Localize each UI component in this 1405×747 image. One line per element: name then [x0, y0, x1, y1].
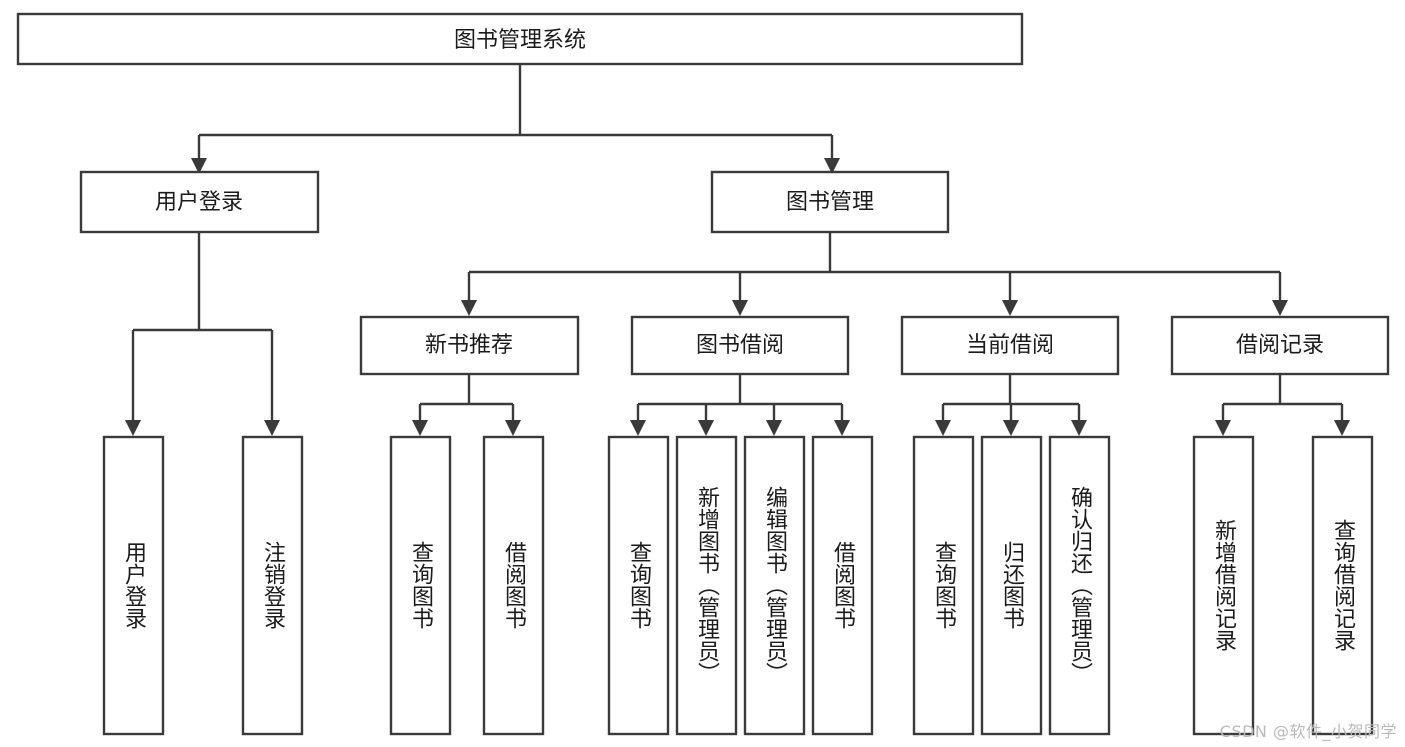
node-leaf-edit-book-box[interactable] — [743, 435, 806, 736]
node-leaf-query-book-3-label: 查询图书 — [931, 541, 957, 629]
node-leaf-edit-book-label: 编辑图书（管理员） — [762, 486, 788, 684]
node-leaf-confirm-return-label: 确认归还（管理员） — [1067, 486, 1093, 684]
arrow-to-leaf-add-record — [1215, 420, 1231, 436]
node-leaf-add-book-label: 新增图书（管理员） — [694, 486, 720, 684]
node-leaf-user-logout-box[interactable] — [241, 435, 304, 736]
node-leaf-borrow-book-2-label: 借阅图书 — [830, 541, 856, 629]
arrow-to-leaf-query-book-2 — [630, 420, 646, 436]
node-leaf-edit-book[interactable]: 编辑图书（管理员） — [743, 435, 806, 736]
node-leaf-query-record-label: 查询借阅记录 — [1330, 519, 1356, 651]
arrow-to-leaf-user-login — [125, 420, 141, 436]
arrow-to-leaf-return-book — [1003, 420, 1019, 436]
node-leaf-add-book-box[interactable] — [675, 435, 738, 736]
arrow-to-leaf-query-book-3 — [935, 420, 951, 436]
arrow-to-book-borrow — [732, 300, 748, 316]
node-book-manage-label: 图书管理 — [786, 190, 874, 215]
connector-new-book-rec-bus — [418, 374, 515, 422]
arrow-to-leaf-query-record — [1334, 420, 1350, 436]
node-book-manage-box[interactable] — [710, 170, 950, 234]
node-leaf-query-book-1-label: 查询图书 — [408, 541, 434, 629]
node-user-login-box[interactable] — [79, 170, 320, 234]
node-book-borrow-box[interactable] — [630, 315, 850, 376]
arrow-to-book-manage — [824, 158, 840, 174]
arrow-to-leaf-borrow-book-1 — [505, 420, 521, 436]
connector-layer — [125, 64, 1350, 436]
node-leaf-query-book-2-label: 查询图书 — [626, 541, 652, 629]
node-leaf-borrow-book-1-label: 借阅图书 — [501, 541, 527, 629]
node-leaf-add-record[interactable]: 新增借阅记录 — [1192, 435, 1255, 736]
connector-root-bus — [197, 64, 834, 160]
node-user-login-label: 用户登录 — [155, 190, 243, 215]
node-book-manage[interactable]: 图书管理 — [710, 170, 950, 234]
connector-book-borrow-bus — [636, 374, 844, 422]
node-borrow-record-box[interactable] — [1170, 315, 1390, 376]
connector-current-borrow-bus — [941, 374, 1081, 422]
node-leaf-user-logout[interactable]: 注销登录 — [241, 435, 304, 736]
arrow-to-leaf-borrow-book-2 — [834, 420, 850, 436]
arrow-to-leaf-edit-book — [766, 420, 782, 436]
node-leaf-query-book-3[interactable]: 查询图书 — [912, 435, 975, 736]
node-leaf-user-login-box[interactable] — [102, 435, 165, 736]
arrow-to-borrow-record — [1272, 300, 1288, 316]
node-leaf-query-book-2-box[interactable] — [607, 435, 670, 736]
node-leaf-query-record-box[interactable] — [1311, 435, 1374, 736]
node-current-borrow-label: 当前借阅 — [966, 333, 1054, 358]
node-leaf-confirm-return[interactable]: 确认归还（管理员） — [1048, 435, 1111, 736]
node-leaf-query-book-3-box[interactable] — [912, 435, 975, 736]
arrow-to-leaf-add-book — [698, 420, 714, 436]
node-leaf-query-book-2[interactable]: 查询图书 — [607, 435, 670, 736]
arrow-to-leaf-confirm-return — [1071, 420, 1087, 436]
node-leaf-add-record-label: 新增借阅记录 — [1211, 519, 1237, 651]
node-leaf-query-book-1[interactable]: 查询图书 — [389, 435, 452, 736]
node-current-borrow-box[interactable] — [900, 315, 1120, 376]
node-current-borrow[interactable]: 当前借阅 — [900, 315, 1120, 376]
node-root-label: 图书管理系统 — [454, 28, 586, 53]
watermark-text: CSDN @软件_小贺同学 — [1219, 722, 1397, 741]
node-leaf-add-record-box[interactable] — [1192, 435, 1255, 736]
node-leaf-user-login[interactable]: 用户登录 — [102, 435, 165, 736]
node-new-book-rec-label: 新书推荐 — [425, 333, 513, 358]
node-leaf-user-logout-label: 注销登录 — [260, 541, 286, 629]
node-leaf-return-book-box[interactable] — [980, 435, 1043, 736]
node-book-borrow[interactable]: 图书借阅 — [630, 315, 850, 376]
arrow-to-new-book-rec — [461, 300, 477, 316]
node-leaf-user-login-label: 用户登录 — [121, 541, 147, 629]
node-leaf-borrow-book-1[interactable]: 借阅图书 — [482, 435, 545, 736]
arrow-to-user-login — [191, 158, 207, 174]
node-leaf-return-book[interactable]: 归还图书 — [980, 435, 1043, 736]
connector-borrow-record-bus — [1221, 374, 1344, 422]
node-leaf-add-book[interactable]: 新增图书（管理员） — [675, 435, 738, 736]
node-leaf-borrow-book-1-box[interactable] — [482, 435, 545, 736]
node-leaf-confirm-return-box[interactable] — [1048, 435, 1111, 736]
node-leaf-borrow-book-2-box[interactable] — [811, 435, 874, 736]
node-borrow-record[interactable]: 借阅记录 — [1170, 315, 1390, 376]
connector-book-manage-bus — [467, 232, 1282, 302]
node-user-login[interactable]: 用户登录 — [79, 170, 320, 234]
node-root[interactable]: 图书管理系统 — [16, 12, 1024, 66]
arrow-to-current-borrow — [1002, 300, 1018, 316]
node-leaf-query-book-1-box[interactable] — [389, 435, 452, 736]
node-leaf-return-book-label: 归还图书 — [999, 541, 1025, 629]
connector-user-login-bus — [131, 232, 274, 422]
node-new-book-rec[interactable]: 新书推荐 — [359, 315, 580, 376]
node-leaf-borrow-book-2[interactable]: 借阅图书 — [811, 435, 874, 736]
node-leaf-query-record[interactable]: 查询借阅记录 — [1311, 435, 1374, 736]
arrow-to-leaf-query-book-1 — [412, 420, 428, 436]
node-root-box[interactable] — [16, 12, 1024, 66]
node-book-borrow-label: 图书借阅 — [696, 333, 784, 358]
arrow-to-leaf-user-logout — [264, 420, 280, 436]
node-borrow-record-label: 借阅记录 — [1236, 333, 1324, 358]
node-new-book-rec-box[interactable] — [359, 315, 580, 376]
